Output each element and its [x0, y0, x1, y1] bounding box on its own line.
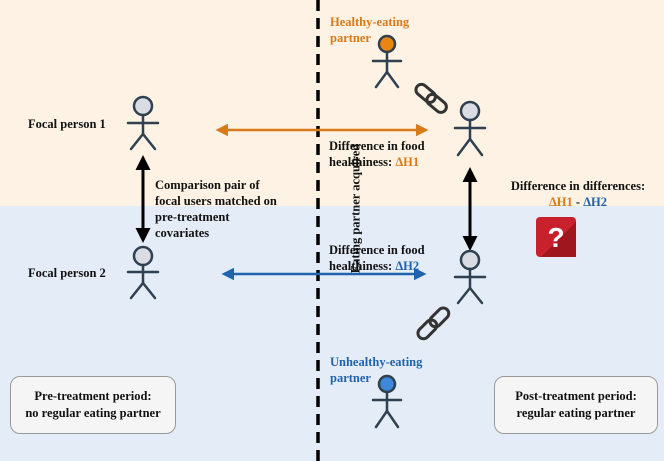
focal-person-1-post-icon [453, 100, 487, 157]
focal-person-1-icon [126, 95, 160, 151]
did-label: Difference in differences: ΔH1 - ΔH2 [510, 179, 646, 209]
comparison-pair-label: Comparison pair of focal users matched o… [155, 178, 277, 240]
diff1-label: Difference in food healthiness: ΔH1 [329, 139, 425, 169]
post-treatment-period-box: Post-treatment period: regular eating pa… [494, 376, 658, 434]
healthy-partner-icon [371, 34, 403, 89]
post-region-top-background [0, 0, 664, 206]
focal-person-1-label: Focal person 1 [28, 117, 106, 131]
delta-h1-term: ΔH1 [395, 155, 420, 169]
eating-partner-acquired-label: Eating partner acquired [348, 143, 363, 274]
link-icon [416, 306, 451, 341]
focal-person-2-label: Focal person 2 [28, 266, 106, 280]
question-icon: ? [536, 217, 576, 257]
pre-treatment-period-box: Pre-treatment period: no regular eating … [10, 376, 176, 434]
link-icon [414, 82, 448, 114]
focal-person-2-post-icon [453, 249, 487, 305]
focal-person-2-icon [126, 245, 160, 300]
did-h1-term: ΔH1 [548, 195, 573, 209]
unhealthy-partner-icon [371, 374, 403, 429]
did-h2-term: ΔH2 [583, 195, 608, 209]
delta-h2-term: ΔH2 [395, 259, 420, 273]
diff2-label: Difference in food healthiness: ΔH2 [329, 243, 425, 273]
question-mark-text: ? [547, 222, 564, 253]
